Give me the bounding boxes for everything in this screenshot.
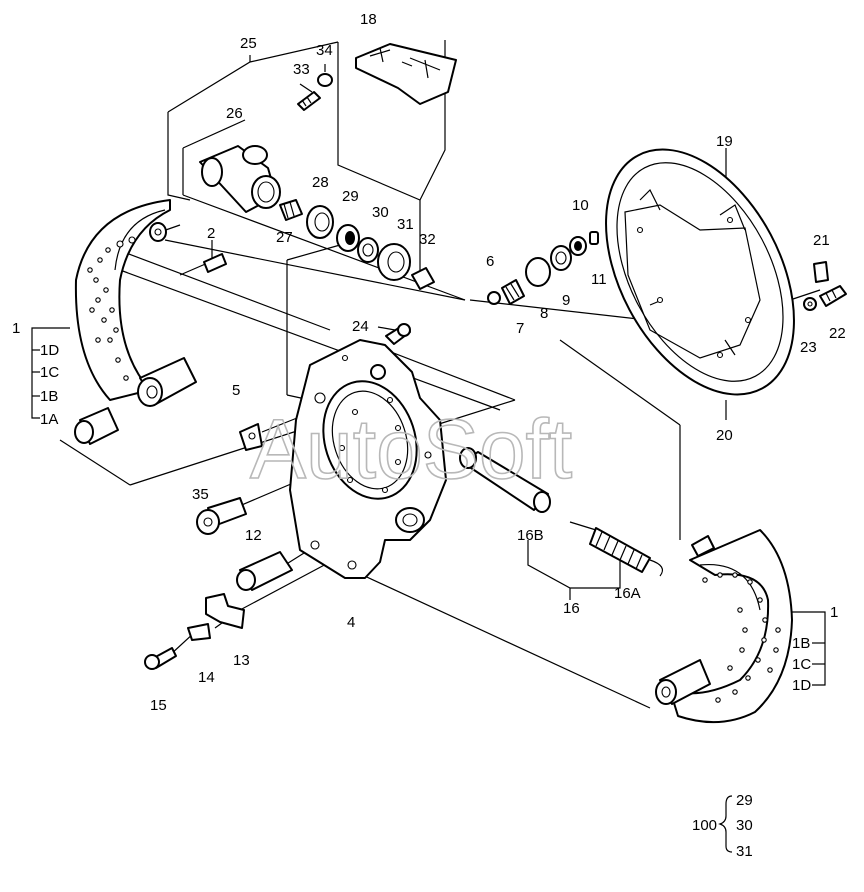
label-8: 8 xyxy=(540,305,548,322)
part-1-brake-shoe-right xyxy=(655,529,793,724)
label-29: 29 xyxy=(342,188,359,205)
label-1d-right: 1D xyxy=(792,677,811,694)
label-6: 6 xyxy=(486,253,494,270)
label-23: 23 xyxy=(800,339,817,356)
part-14-clip xyxy=(187,623,211,641)
label-33: 33 xyxy=(293,61,310,78)
label-12: 12 xyxy=(245,527,262,544)
label-7: 7 xyxy=(516,320,524,337)
label-21: 21 xyxy=(813,232,830,249)
label-1-right: 1 xyxy=(830,604,838,621)
part-15-bolt xyxy=(144,647,177,670)
kit-number: 100 xyxy=(692,817,717,834)
label-11: 11 xyxy=(591,271,607,288)
watermark: AutoSoft xyxy=(250,402,572,496)
part-16a-return-spring xyxy=(569,521,663,577)
label-19: 19 xyxy=(716,133,733,150)
part-23-washer xyxy=(803,297,817,311)
label-1b-right: 1B xyxy=(792,635,810,652)
label-9: 9 xyxy=(562,292,570,309)
part-34-cap xyxy=(317,73,333,87)
label-5: 5 xyxy=(232,382,240,399)
part-labels: 1 1D 1C 1B 1A 2 4 5 6 7 8 9 10 11 12 13 … xyxy=(12,11,846,714)
part-1a-bushing xyxy=(74,407,119,445)
label-15: 15 xyxy=(150,697,167,714)
part-6-washer xyxy=(487,291,501,305)
kit-item-1: 29 xyxy=(736,792,753,809)
part-11-pin xyxy=(589,231,599,245)
label-20: 20 xyxy=(716,427,733,444)
part-28-piston xyxy=(306,205,334,239)
label-28: 28 xyxy=(312,174,329,191)
label-1d-left: 1D xyxy=(40,342,59,359)
part-32-push-rod xyxy=(411,267,435,290)
part-19-dust-cover xyxy=(605,148,795,396)
part-9-cup xyxy=(550,245,572,271)
label-32: 32 xyxy=(419,231,436,248)
part-12-sleeve xyxy=(236,551,293,591)
part-1-brake-shoe-left xyxy=(74,199,197,407)
label-25: 25 xyxy=(240,35,257,52)
label-16: 16 xyxy=(563,600,580,617)
label-1c-left: 1C xyxy=(40,364,59,381)
part-5-adjuster xyxy=(239,423,263,451)
label-31: 31 xyxy=(397,216,414,233)
part-26-wheel-cylinder xyxy=(199,145,281,213)
part-8-piston xyxy=(525,257,551,287)
label-30: 30 xyxy=(372,204,389,221)
part-33-bleeder-screw xyxy=(297,91,321,111)
part-35-anchor-pin xyxy=(196,497,247,535)
label-1a-left: 1A xyxy=(40,411,58,428)
part-16b-rod xyxy=(459,447,551,513)
kit-item-3: 31 xyxy=(736,843,753,860)
kit-item-2: 30 xyxy=(736,817,753,834)
label-16a: 16A xyxy=(614,585,641,602)
part-13-bracket xyxy=(205,593,245,629)
label-35: 35 xyxy=(192,486,209,503)
label-16b: 16B xyxy=(517,527,544,544)
part-21-clip xyxy=(813,261,829,283)
part-18-label-plate xyxy=(355,43,457,105)
label-1-left: 1 xyxy=(12,320,20,337)
label-22: 22 xyxy=(829,325,846,342)
label-1b-left: 1B xyxy=(40,388,58,405)
part-29-cup xyxy=(336,224,360,252)
label-26: 26 xyxy=(226,105,243,122)
label-13: 13 xyxy=(233,652,250,669)
label-34: 34 xyxy=(316,42,333,59)
part-4-backing-plate xyxy=(289,339,447,579)
label-18: 18 xyxy=(360,11,377,28)
part-2-pin xyxy=(203,253,227,273)
part-22-bolt xyxy=(819,285,847,307)
label-10: 10 xyxy=(572,197,589,214)
kit-legend: 100 29 30 31 xyxy=(692,792,753,860)
label-27: 27 xyxy=(276,229,293,246)
label-24: 24 xyxy=(352,318,369,335)
label-1c-right: 1C xyxy=(792,656,811,673)
part-31-boot xyxy=(377,243,411,281)
part-7-spring xyxy=(501,279,525,305)
part-10-seal xyxy=(569,236,587,256)
label-14: 14 xyxy=(198,669,215,686)
part-24-bolt xyxy=(385,323,411,345)
part-30-seal xyxy=(357,237,379,263)
part-27-spring xyxy=(279,199,303,221)
label-2: 2 xyxy=(207,225,215,242)
label-4: 4 xyxy=(347,614,355,631)
